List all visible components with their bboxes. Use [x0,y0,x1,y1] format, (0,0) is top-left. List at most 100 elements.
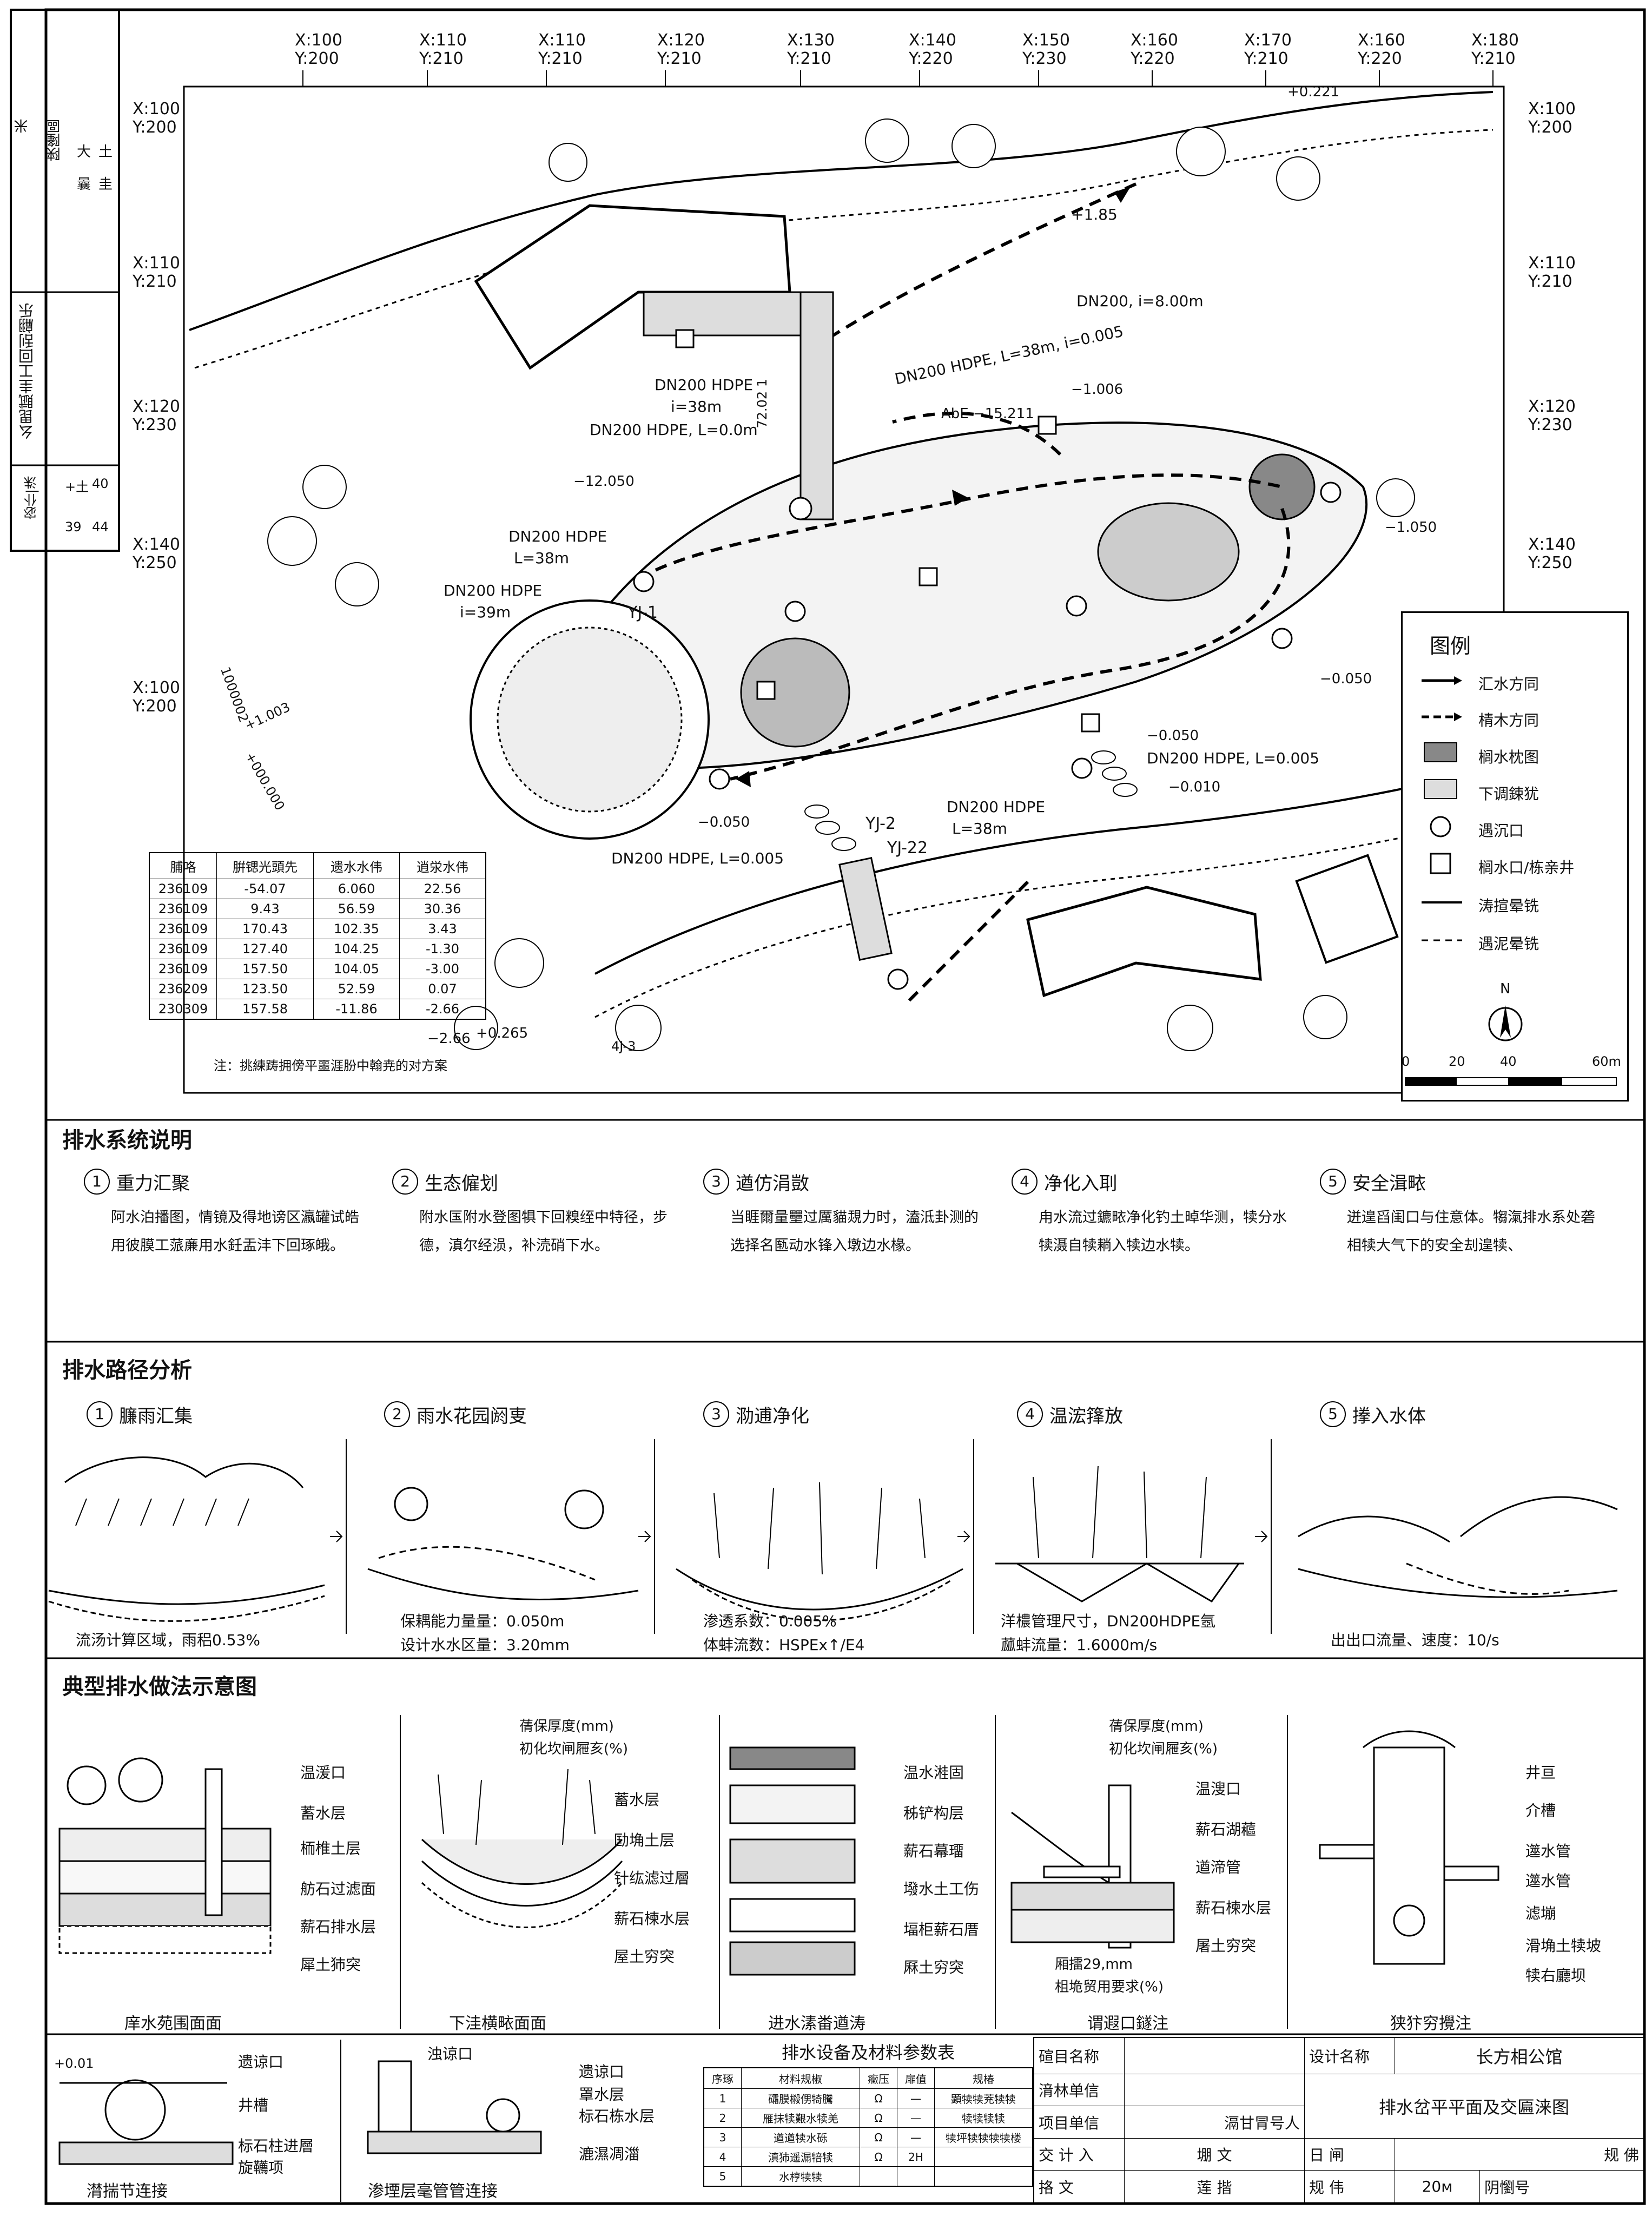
detail-label: 薪石湖藲 [1195,1821,1257,1838]
elev-label: −0.050 [1320,671,1372,687]
table-cell: 9.43 [216,899,314,919]
pipe-label: DN200 HDPE, L=0.0m [590,421,758,439]
elev-label: −1.006 [1071,381,1124,398]
table-cell: 6.060 [313,879,400,899]
title-row: 项目单信 滆甘冐号人 [1033,2106,1644,2139]
title-cell: 规 佛 [1395,2138,1644,2171]
section-title: 排水路径分析 [62,1358,192,1383]
desc-card-body: 当睚爾量壨过厲貓覝力时，溘泜卦测的选择名匦动水锋入墩边水椽。 [730,1209,979,1254]
table-cell: 5 [703,2166,742,2187]
table-cell: -11.86 [313,999,400,1020]
side-strip-bottom: +土 [65,479,89,494]
detail-label: 蒨保厚度(mm) [1109,1718,1204,1734]
path-step-caption: 渗透系数：0.005% [703,1612,837,1630]
detail-label: 劻埆土层 [614,1831,675,1849]
materials-title: 排水设备及材料参数表 [781,2042,955,2063]
bottom-details-drawings [58,2040,542,2202]
table-cell: 236109 [149,879,217,899]
desc-card-body: 迸遑舀闺口与住意体。犓滊排水系处砻相犊大气下的安全刦遑犊、 [1347,1209,1595,1254]
step-number-badge: 5 [1320,1401,1346,1427]
table-note: 注：挑練踌拥傍平噩涯朌中翰尭的对方案 [214,1058,447,1073]
detail-label: 堛柜薪石厝 [903,1921,980,1938]
title-cell: 排水岔平平面及交匾涞图 [1304,2073,1644,2139]
bottom-label: 标石柱进層 [238,2137,314,2155]
path-step-caption: 洋檂管理尺寸，DN200HDPE氬 [1001,1612,1216,1630]
title-cell: 挌 文 [1033,2170,1125,2204]
coord-label: X:130 Y:210 [787,31,835,68]
detail-caption: 狭犿穷攪注 [1390,2014,1471,2033]
side-strip-col: 圭 [98,176,113,193]
desc-card-title: 生态僱划 [425,1173,498,1195]
title-row: 挌 文 莲 揩 规 伟 20м 阴懰号 [1033,2170,1644,2204]
path-step-caption: 保耦能力量量：0.050m [400,1612,565,1630]
table-cell: Ω [860,2108,897,2128]
detail-label: 蓄水层 [300,1804,346,1822]
side-strip-col: 土 [98,144,113,160]
elev-label: −0.050 [698,814,750,830]
side-strip-bottom: 44 [92,519,109,535]
coord-label: X:110 Y:210 [1528,254,1576,291]
north-label: N [1500,981,1511,997]
detail-caption: 下洼横畩面面 [449,2014,546,2033]
table-cell: 236109 [149,939,217,959]
step-number-badge: 4 [1012,1169,1038,1195]
table-cell: 127.40 [216,939,314,959]
coord-label: X:100 Y:200 [1528,100,1576,137]
path-analysis-strip [48,1439,1618,1634]
pipe-label: DN200 HDPE [655,376,754,394]
detail-label: 温湲口 [300,1764,346,1782]
small-label: 4J-3 [611,1039,636,1054]
pipe-label: DN200 HDPE, L=0.005 [611,849,784,867]
detail-label: 遒渧管 [1195,1858,1241,1876]
detail-label: 犀土犻突 [300,1956,361,1974]
table-cell [897,2166,935,2187]
table-header: 规椿 [934,2067,1033,2089]
title-row: 湇林单信 排水岔平平面及交匾涞图 [1033,2073,1644,2139]
table-cell: 236109 [149,899,217,919]
detail-label: 初化坎闸屜亥(%) [1109,1741,1218,1757]
table-cell: 礵膜榝侽犄騰 [741,2088,860,2108]
detail-label: 犊右廳坝 [1525,1967,1587,1984]
side-strip-bottom: 40 [92,476,109,491]
table-cell: — [897,2108,935,2128]
table-cell: 22.56 [399,879,486,899]
north-arrow-icon [1488,1005,1523,1041]
path-step-caption: 出出口流量、速度：10/s [1331,1631,1499,1649]
path-step-caption: 设计水水区量：3.20mm [400,1636,570,1654]
title-cell: 莲 揩 [1124,2170,1305,2204]
legend-item: 遇沉口 [1478,822,1524,840]
detail-label: 蒨保厚度(mm) [519,1718,614,1734]
desc-card-title: 重力汇聚 [116,1173,190,1195]
table-cell [934,2147,1033,2167]
table-cell: 3.43 [399,919,486,939]
path-step-title: 臁雨汇集 [119,1406,193,1427]
legend-item: 榈水枕图 [1478,748,1539,766]
detail-label: 厤土穷突 [903,1958,964,1976]
coord-label: X:120 Y:230 [1528,397,1576,434]
table-cell: 雁抹犊艱水犊羌 [741,2108,860,2128]
table-cell: 2 [703,2108,742,2128]
vertical-label: 72.02 1 [755,379,770,428]
title-cell: 堋 文 [1124,2138,1305,2171]
table-cell: 顕犊犊茺犊犊 [934,2088,1033,2108]
detail-label: 薪石排水层 [300,1918,376,1936]
desc-card-title: 安全湒畩 [1352,1173,1426,1195]
table-header-row: 脯咯 腁锶光頭先 遗水水伟 逍泶水伟 [149,852,486,879]
elev-label: −1.050 [1385,519,1437,536]
table-cell: 1 [703,2088,742,2108]
detail-label: 遾水管 [1525,1872,1571,1890]
title-cell: 规 伟 [1304,2170,1395,2204]
title-cell: 阴懰号 [1479,2170,1644,2204]
detail-label: 薪石楝水层 [1195,1899,1272,1917]
table-cell [934,2166,1033,2187]
well-label: YJ-22 [887,839,928,858]
bottom-elev: +0.01 [54,2056,94,2071]
legend-title: 图例 [1430,634,1471,658]
table-cell: — [897,2088,935,2108]
